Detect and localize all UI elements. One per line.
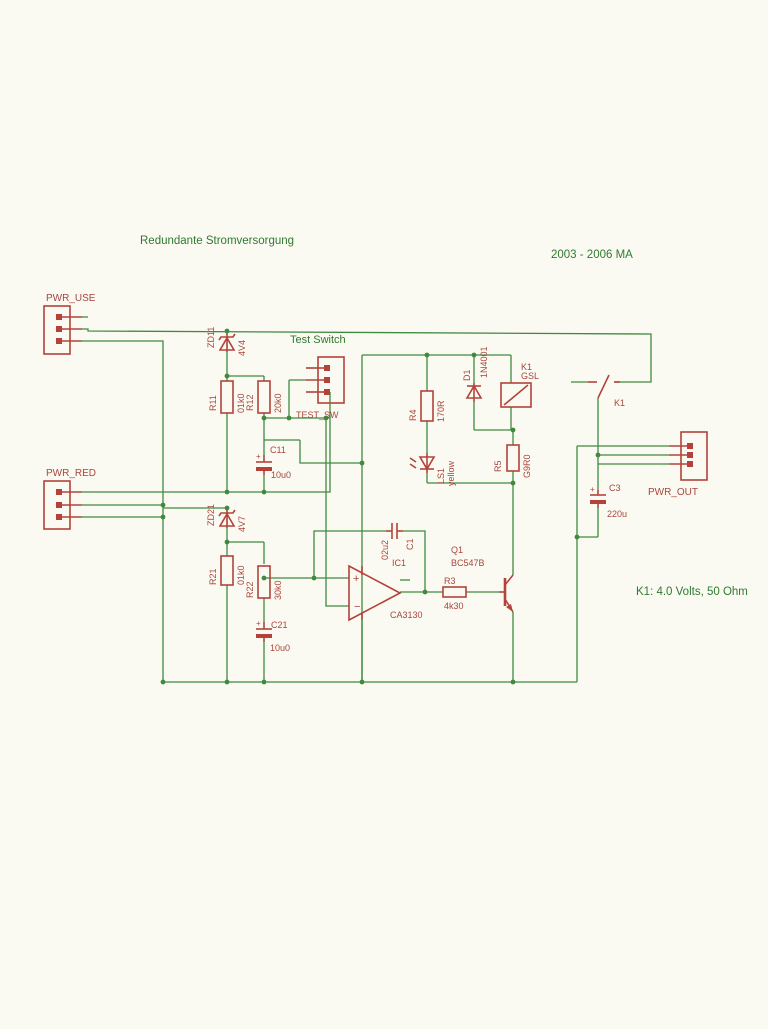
c3-value: 220u <box>607 509 627 519</box>
r5-name: R5 <box>493 460 503 472</box>
zener-zd11: ZD11 4V4 <box>206 327 247 356</box>
resistor-r22: R22 30k0 <box>245 565 283 600</box>
test-switch-caption: Test Switch <box>290 334 346 346</box>
relay-note: K1: 4.0 Volts, 50 Ohm <box>636 586 748 598</box>
svg-text:+: + <box>590 485 595 494</box>
r4-name: R4 <box>408 409 418 421</box>
capacitor-c1: 02u2 C1 <box>380 523 415 560</box>
ic1-name: IC1 <box>392 558 406 568</box>
k1-switch-name: K1 <box>614 398 625 408</box>
r11-value: 01k0 <box>236 393 246 413</box>
zd21-name: ZD21 <box>206 504 216 526</box>
pwr-red-label: PWR_RED <box>46 468 96 479</box>
svg-text:−: − <box>354 601 360 613</box>
resistor-r3: R3 4k30 <box>442 576 467 611</box>
resistor-r11: R11 01k0 <box>208 380 246 414</box>
q1-value: BC547B <box>451 558 485 568</box>
q1-name: Q1 <box>451 545 463 555</box>
c21-value: 10u0 <box>270 643 290 653</box>
svg-text:+: + <box>256 619 261 628</box>
k1-value: GSL <box>521 371 539 381</box>
led-name: LS1 <box>436 468 446 484</box>
c1-name: C1 <box>405 538 415 550</box>
c11-value: 10u0 <box>271 470 291 480</box>
ic1-value: CA3130 <box>390 610 423 620</box>
svg-text:+: + <box>353 573 359 585</box>
connector-pwr-use: PWR_USE <box>43 293 96 355</box>
r12-value: 20k0 <box>273 393 283 413</box>
connector-test-sw: Test Switch TEST_SW <box>290 334 346 420</box>
relay-k1-switch: K1 <box>588 374 625 408</box>
r21-name: R21 <box>208 568 218 585</box>
connector-pwr-red: PWR_RED <box>43 468 96 530</box>
r22-value: 30k0 <box>273 580 283 600</box>
svg-text:+: + <box>256 452 261 461</box>
c11-name: C11 <box>270 445 286 455</box>
zener-zd21: ZD21 4V7 <box>206 504 247 532</box>
zd21-value: 4V7 <box>237 516 247 532</box>
led-ls1: LS1 yellow <box>409 453 456 486</box>
zd11-value: 4V4 <box>237 340 247 356</box>
resistor-r12: R12 20k0 <box>245 380 283 414</box>
relay-k1-coil: K1 GSL <box>500 362 539 408</box>
pwr-use-label: PWR_USE <box>46 293 96 304</box>
transistor-q1: Q1 BC547B <box>451 545 514 613</box>
capacitor-c21: + C21 10u0 <box>256 619 290 653</box>
r22-name: R22 <box>245 581 255 598</box>
opamp-ic1: + − IC1 CA3130 <box>348 558 423 622</box>
diode-d1: D1 1N4001 <box>462 346 489 402</box>
wires <box>82 316 669 683</box>
resistor-r21: R21 01k0 <box>208 555 246 586</box>
led-value: yellow <box>446 460 456 486</box>
c1-value: 02u2 <box>380 540 390 560</box>
zd11-name: ZD11 <box>206 327 216 348</box>
r3-name: R3 <box>444 576 456 586</box>
resistor-r4: R4 170R <box>408 390 446 422</box>
r3-value: 4k30 <box>444 601 464 611</box>
capacitor-c3: + C3 220u <box>590 483 627 519</box>
r21-value: 01k0 <box>236 565 246 585</box>
r4-value: 170R <box>436 400 446 422</box>
d1-name: D1 <box>462 369 472 381</box>
r5-value: G9R0 <box>522 454 532 478</box>
test-sw-label: TEST_SW <box>296 410 339 420</box>
junctions <box>160 328 601 685</box>
resistor-r5: R5 G9R0 <box>493 444 532 478</box>
r12-name: R12 <box>245 394 255 411</box>
pwr-out-label: PWR_OUT <box>648 487 698 498</box>
k1-name: K1 <box>521 362 532 372</box>
connector-pwr-out: PWR_OUT <box>648 431 708 498</box>
c3-name: C3 <box>609 483 621 493</box>
capacitor-c11: + C11 10u0 <box>256 445 291 480</box>
schematic-date: 2003 - 2006 MA <box>551 249 633 261</box>
d1-value: 1N4001 <box>479 346 489 378</box>
schematic-title: Redundante Stromversorgung <box>140 235 294 247</box>
c21-name: C21 <box>271 620 288 630</box>
r11-name: R11 <box>208 395 218 411</box>
